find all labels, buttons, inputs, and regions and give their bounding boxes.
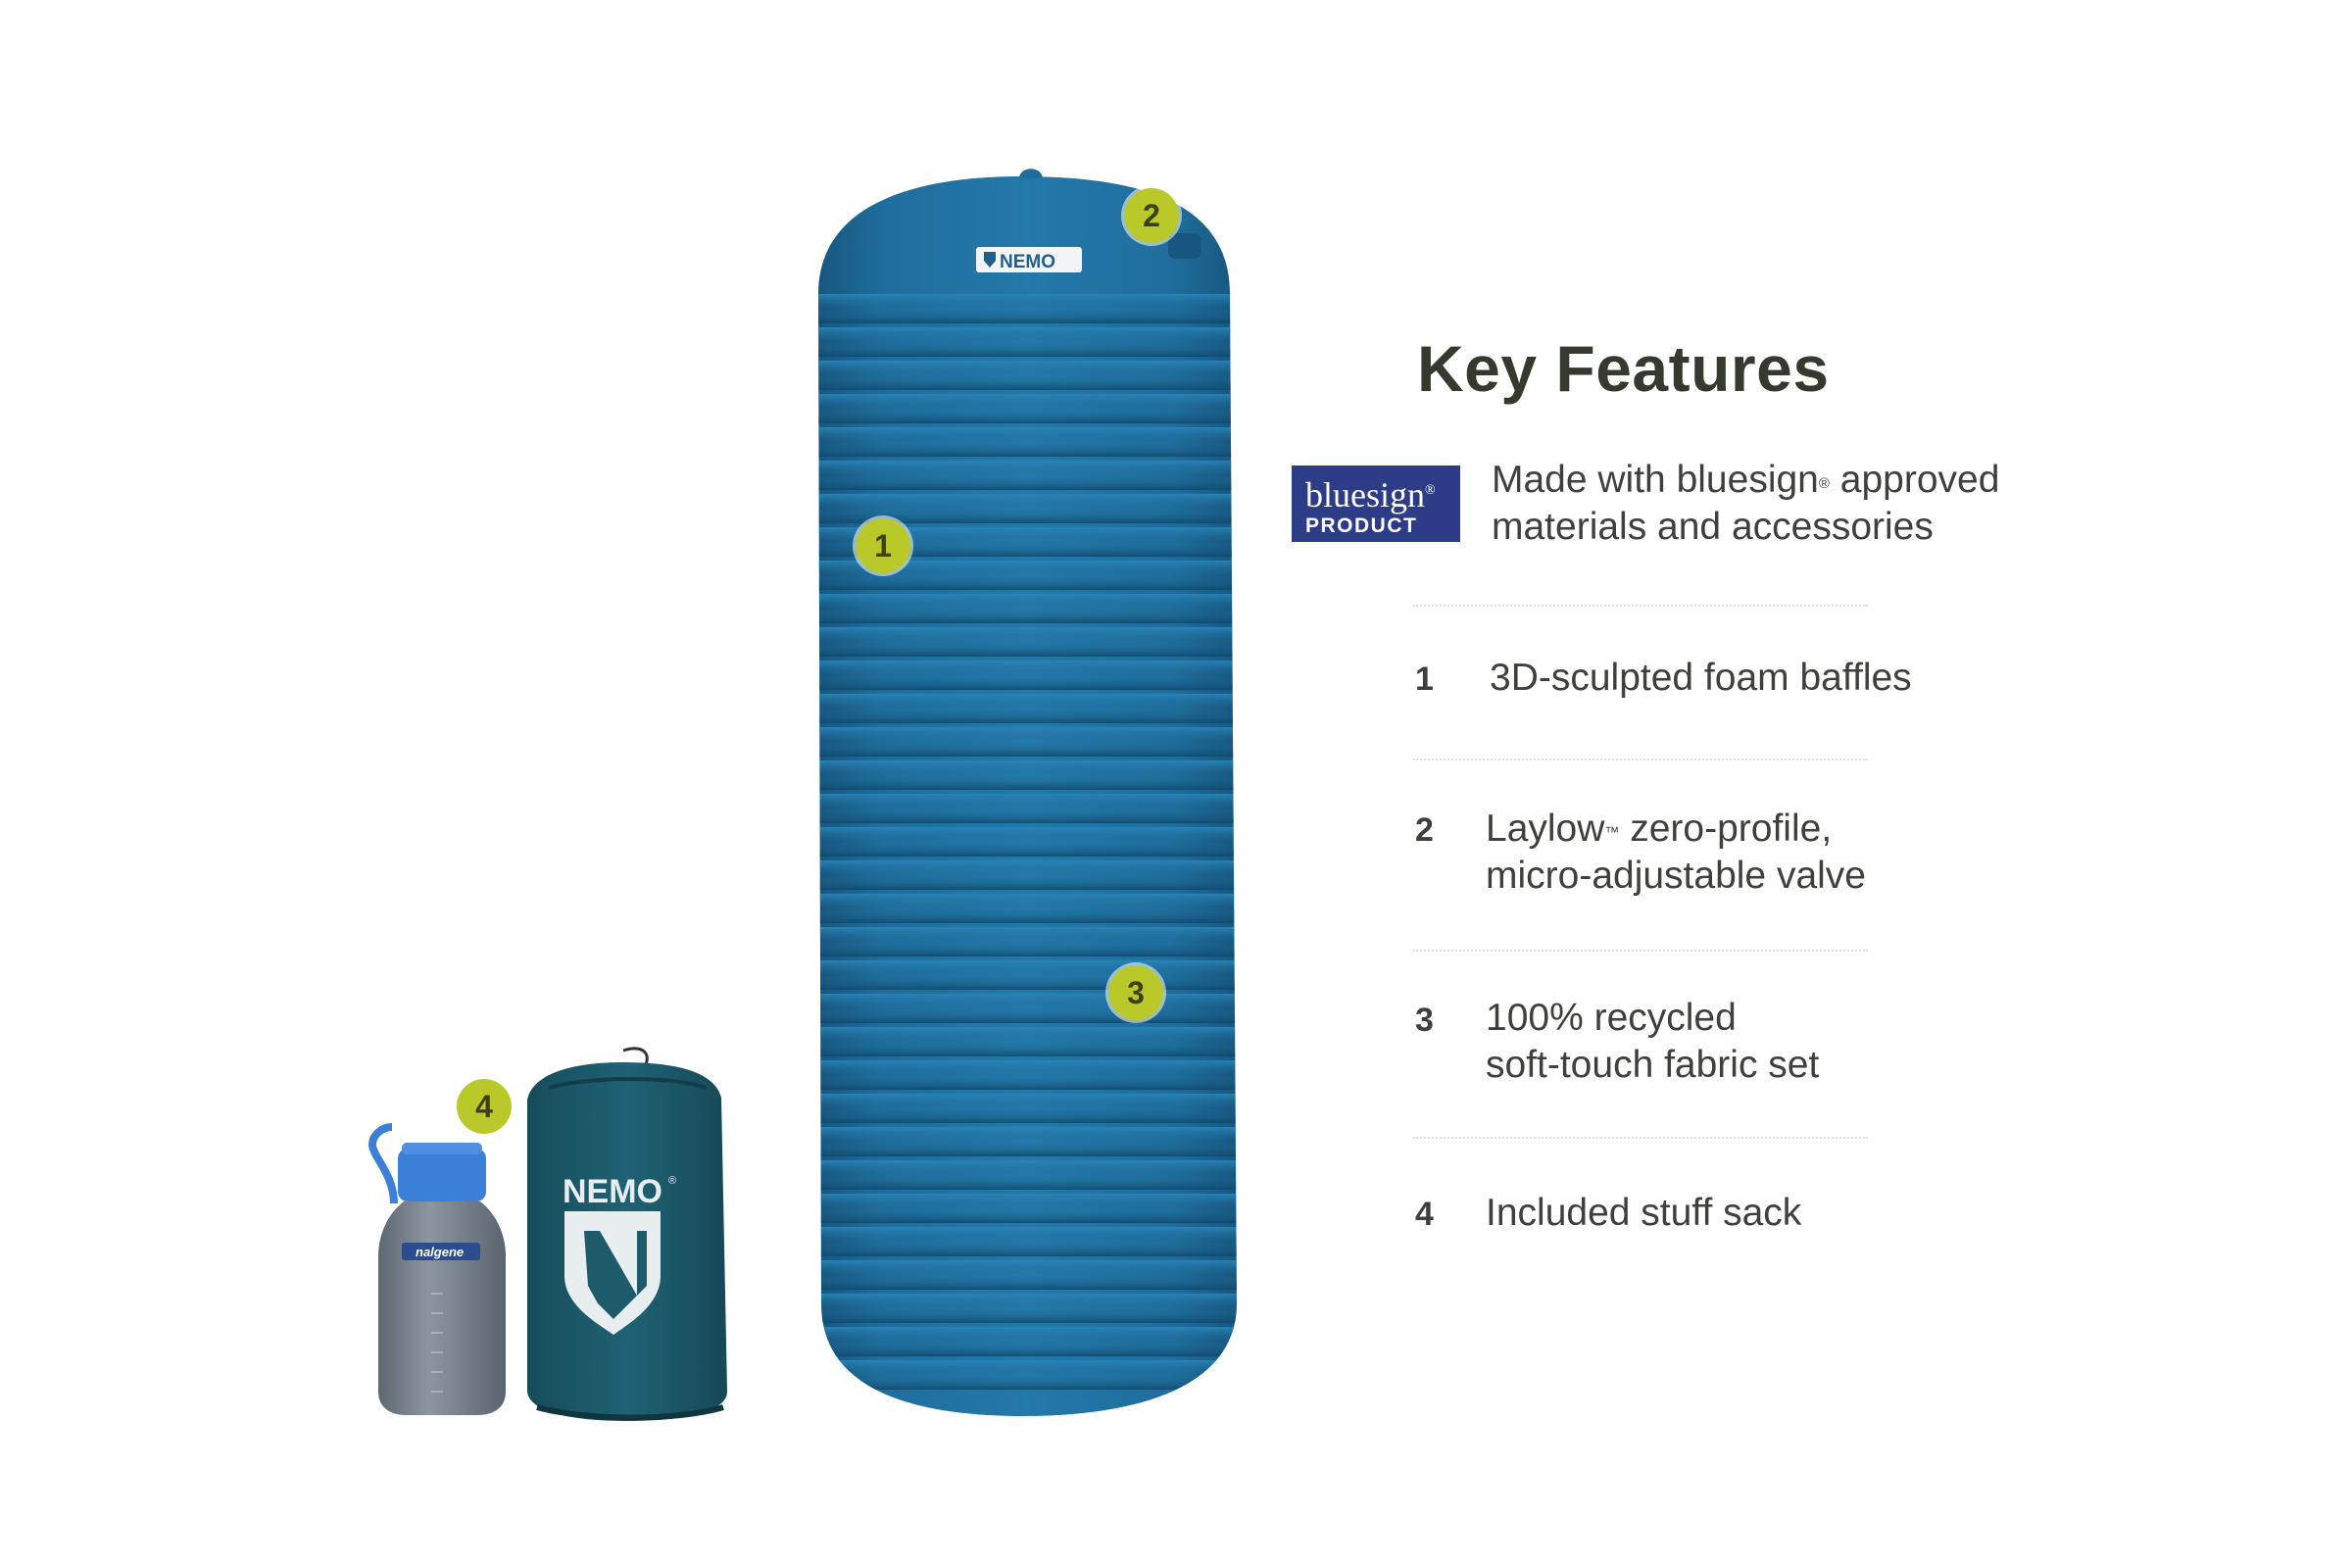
- pad-baffle: [818, 760, 1237, 790]
- divider: [1413, 605, 1868, 607]
- pad-baffle: [818, 494, 1237, 523]
- pad-logo-text: NEMO: [1000, 252, 1055, 272]
- callout-marker-3: 3: [1108, 965, 1163, 1020]
- feature-1-text: 3D-sculpted foam baffles: [1490, 657, 1912, 699]
- pad-baffle: [818, 927, 1237, 956]
- pad-logo-icon: [976, 247, 1082, 272]
- callout-marker-2: 2: [1124, 188, 1179, 243]
- sleeping-pad: NEMO: [818, 169, 1237, 1416]
- pad-baffle: [818, 1294, 1237, 1323]
- pad-baffle: [818, 661, 1237, 690]
- pad-baffle: [818, 860, 1237, 890]
- pad-baffle: [818, 594, 1237, 623]
- pad-baffle: [818, 627, 1237, 657]
- pad-baffle: [818, 960, 1237, 990]
- pad-baffle: [818, 427, 1237, 457]
- feature-number-3: 3: [1415, 1002, 1434, 1039]
- sack-logo-text: NEMO: [563, 1173, 662, 1210]
- feature-number-2: 2: [1415, 811, 1434, 849]
- pad-baffle: [818, 1360, 1237, 1390]
- pad-baffle: [818, 561, 1237, 590]
- pad-baffle: [818, 1094, 1237, 1123]
- svg-text:®: ®: [668, 1175, 676, 1187]
- feature-2-text: Laylow™ zero-profile, micro-adjustable v…: [1486, 808, 1867, 897]
- pad-baffle: [818, 994, 1237, 1023]
- page-title: Key Features: [1417, 332, 1830, 405]
- pad-baffle: [818, 794, 1237, 823]
- pad-baffle: [818, 1194, 1237, 1223]
- pad-baffle: [818, 1260, 1237, 1290]
- pad-baffle: [818, 1060, 1237, 1090]
- feature-4-text: Included stuff sack: [1486, 1192, 1802, 1234]
- stuff-sack: NEMO ®: [527, 1047, 727, 1421]
- pad-baffle: [818, 327, 1237, 357]
- callout-marker-4: 4: [457, 1079, 512, 1134]
- pad-baffle: [818, 827, 1237, 857]
- pad-baffle: [818, 294, 1237, 323]
- callout-marker-1: 1: [856, 518, 910, 573]
- divider: [1413, 759, 1868, 760]
- pad-baffle: [818, 1227, 1237, 1256]
- divider: [1413, 1137, 1868, 1139]
- pad-baffle: [818, 727, 1237, 757]
- feature-number-1: 1: [1415, 661, 1434, 698]
- bluesign-badge: bluesign® PRODUCT: [1292, 466, 1460, 542]
- feature-number-4: 4: [1415, 1196, 1434, 1233]
- bottle-label-text: nalgene: [416, 1245, 464, 1259]
- water-bottle: nalgene: [368, 1123, 506, 1415]
- pad-baffle: [818, 694, 1237, 723]
- pad-baffle: [818, 461, 1237, 490]
- pad-baffle: [818, 1327, 1237, 1356]
- feature-3-text: 100% recycled soft-touch fabric set: [1486, 997, 1820, 1086]
- bluesign-word: bluesign®: [1305, 475, 1436, 514]
- pad-baffle: [818, 361, 1237, 390]
- pad-baffle: [818, 1127, 1237, 1156]
- pad-baffle: [818, 1160, 1237, 1190]
- feature-bluesign-text: Made with bluesign® approved materials a…: [1492, 459, 2000, 548]
- valve-icon: [1168, 233, 1201, 259]
- pad-baffle: [818, 1027, 1237, 1056]
- pad-baffle: [818, 527, 1237, 557]
- pad-baffle: [818, 394, 1237, 423]
- divider: [1413, 950, 1868, 952]
- pad-baffle: [818, 894, 1237, 923]
- bluesign-subtitle: PRODUCT: [1305, 514, 1418, 537]
